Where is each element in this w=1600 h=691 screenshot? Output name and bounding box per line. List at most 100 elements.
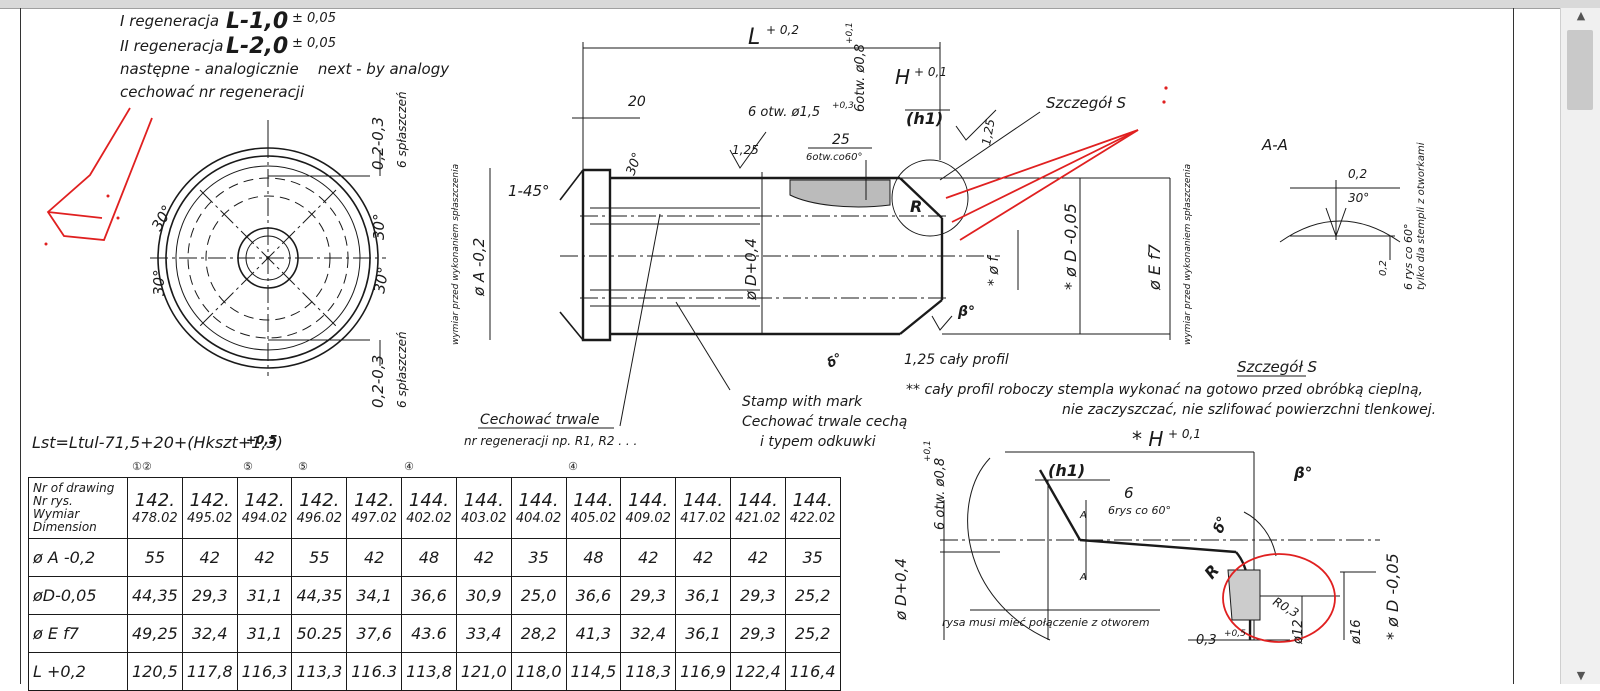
dim-H-tol: + 0,1: [914, 65, 947, 79]
detail-phi-16: ø16: [1349, 620, 1364, 646]
section-rys: 6 rys co 60°: [1402, 223, 1415, 290]
corner-nr-rys: Nr rys.: [33, 494, 73, 508]
main-side-view: [489, 42, 1171, 427]
scroll-down-arrow-icon[interactable]: ▼: [1576, 669, 1586, 682]
table-cell: 116,9: [675, 652, 731, 691]
dim-25: 25: [832, 132, 850, 148]
technical-drawing: I regeneracja L-1,0 ± 0,05 II regeneracj…: [32, 9, 1436, 648]
table-cell: 29,3: [729, 614, 786, 653]
angle-30-c: 30°: [370, 213, 388, 240]
row-label-phi-E: ø E f7: [28, 614, 128, 653]
table-row: L +0,2 120,5 117,8 116,3 113,3 116.3 113…: [28, 652, 841, 691]
table-cell: 30,9: [455, 576, 512, 615]
table-circled-note-4: ④: [404, 460, 414, 473]
table-cell: 114,5: [565, 652, 622, 691]
dim-six-holes-angle: 6otw.co60°: [806, 152, 862, 163]
table-cell: 42: [675, 538, 731, 577]
dim-phi-D-tol: ø D+0,4: [742, 238, 760, 301]
table-cell: 50.25: [291, 614, 348, 653]
regen2-value: L-2,0: [226, 34, 288, 59]
dim-beta: β°: [957, 304, 975, 320]
detail-dim-h1: (h1): [1048, 461, 1085, 480]
table-cell: 48: [565, 538, 622, 577]
column-header: 142.495.02: [181, 477, 238, 539]
table-cell: 29,3: [729, 576, 786, 615]
detail-dim-H-tol: + 0,1: [1168, 427, 1201, 441]
dim-L: L: [748, 25, 760, 50]
row-label-L: L +0,2: [28, 652, 128, 691]
detail-six: 6: [1124, 484, 1134, 502]
stamp-line1: Stamp with mark: [742, 394, 863, 410]
table-cell: 118,0: [510, 652, 567, 691]
detail-phi-12: ø12: [1291, 620, 1306, 646]
dim-delta: δ°: [825, 351, 846, 372]
table-cell: 42: [236, 538, 293, 577]
dim-h1: (h1): [906, 109, 943, 128]
flats-top-note: 6 spłaszczeń: [395, 91, 409, 168]
table-cell: 113,8: [401, 652, 457, 691]
table-cell: 121,0: [455, 652, 512, 691]
table-cell: 29,3: [620, 576, 677, 615]
detail-tol-03: 0,3: [1196, 633, 1217, 648]
section-0-2: 0,2: [1348, 167, 1367, 181]
regen2-label: II regeneracja: [120, 37, 223, 55]
table-cell: 37,6: [346, 614, 403, 653]
row-label-phi-D: øD-0,05: [28, 576, 128, 615]
column-header: 142.494.02: [236, 477, 293, 539]
cechowac-line2: nr regeneracji np. R1, R2 . . .: [464, 434, 637, 448]
red-marker-annotation-detail: [945, 86, 1168, 241]
table-circled-note-5: ④: [568, 460, 578, 473]
drawing-frame-left: [20, 8, 21, 684]
detail-A-bottom: A: [1079, 572, 1087, 583]
table-row: ø E f7 49,25 32,4 31,1 50.25 37,6 43.6 3…: [28, 614, 841, 653]
vertical-scrollbar[interactable]: ▲ ▼: [1560, 8, 1600, 684]
scroll-thumb[interactable]: [1567, 30, 1593, 110]
roughness-2: 1,25: [979, 118, 997, 147]
dim-R: R: [910, 197, 922, 216]
dim-phi-D: * ø D -0,05: [1061, 203, 1080, 290]
detail-dim-holes-deep-tol: +0,1: [923, 440, 933, 462]
table-cell: 49,25: [127, 614, 183, 653]
dim-L-tol: + 0,2: [766, 23, 799, 37]
section-rys-note: tylko dla stempli z otworkami: [1416, 142, 1427, 290]
detail-S-label-top: Szczegół S: [1046, 94, 1127, 112]
table-cell: 34,1: [346, 576, 403, 615]
corner-wymiar: Wymiar: [33, 507, 80, 521]
table-cell: 44,35: [291, 576, 348, 615]
table-cell: 55: [127, 538, 183, 577]
table-circled-note-1: ①②: [132, 460, 152, 473]
detail-rys-angle: 6rys co 60°: [1108, 504, 1171, 517]
column-header: 142.497.02: [346, 477, 403, 539]
scroll-up-arrow-icon[interactable]: ▲: [1576, 9, 1586, 22]
table-circled-note-3: ⑤: [298, 460, 308, 473]
section-0-2-vertical: 0,2: [1378, 260, 1389, 276]
column-header: 144.403.02: [455, 477, 512, 539]
detail-dim-H: * H: [1132, 427, 1163, 451]
table-cell: 36,1: [675, 614, 731, 653]
table-cell: 116,4: [784, 652, 841, 691]
regeneration-notes: I regeneracja L-1,0 ± 0,05 II regeneracj…: [120, 9, 450, 101]
dim-holes-tol: +0,3: [832, 101, 854, 111]
table-cell: 116.3: [346, 652, 403, 691]
stamp-line3: i typem odkuwki: [760, 434, 876, 450]
row-label-phi-A: ø A -0,2: [28, 538, 128, 577]
drawing-frame-right: [1513, 8, 1514, 684]
profile-note-line2: nie zaczyszczać, nie szlifować powierzch…: [1062, 402, 1436, 418]
flats-bottom-note: 6 spłaszczeń: [395, 331, 409, 408]
regen1-value: L-1,0: [226, 9, 288, 34]
dim-H: H: [895, 65, 910, 89]
section-a-a: [1279, 180, 1401, 260]
table-cell: 42: [181, 538, 238, 577]
table-cell: 42: [346, 538, 403, 577]
table-cell: 32,4: [181, 614, 238, 653]
column-header: 142.478.02: [127, 477, 183, 539]
table-cell: 35: [510, 538, 567, 577]
table-cell: 118,3: [620, 652, 677, 691]
detail-delta: δ°: [1211, 514, 1232, 535]
table-cell: 25,0: [510, 576, 567, 615]
corner-dimension: Dimension: [33, 520, 97, 534]
detail-s-drawing: [940, 451, 1380, 641]
table-cell: 55: [291, 538, 348, 577]
detail-R: R: [1201, 561, 1223, 583]
table-cell: 36,6: [565, 576, 622, 615]
